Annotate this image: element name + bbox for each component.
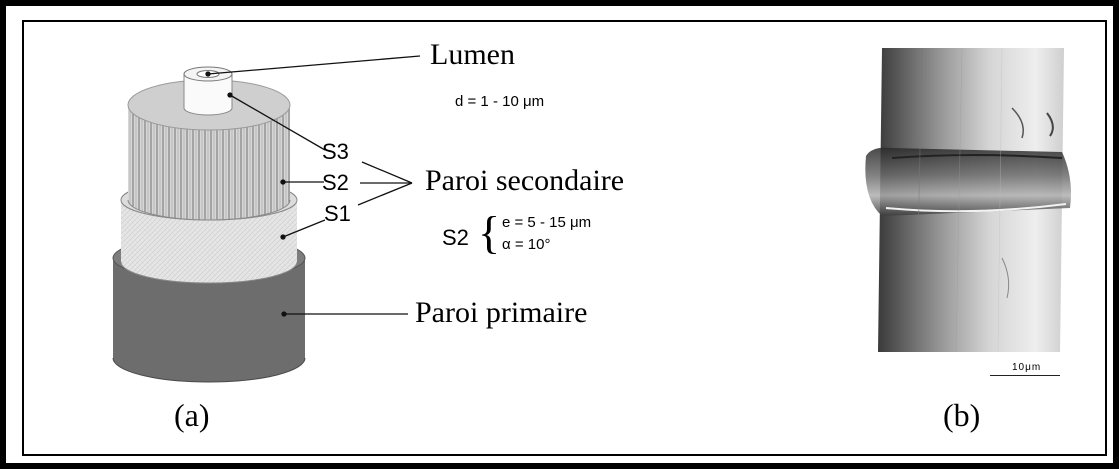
lumen-tube xyxy=(183,66,233,116)
s3-label: S3 xyxy=(322,139,349,164)
secondary-wall-label: Paroi secondaire xyxy=(425,164,625,197)
s2-brace: { xyxy=(478,207,501,258)
scale-label: 10μm xyxy=(1012,362,1042,373)
sem-micrograph xyxy=(852,48,1078,352)
s1-label: S1 xyxy=(324,201,351,226)
s2-layer xyxy=(127,79,291,221)
s2-parameters-label: S2 xyxy=(442,225,469,250)
figure-border xyxy=(22,20,1107,456)
leader-lines xyxy=(205,55,421,317)
s2-angle: α = 10° xyxy=(502,236,551,253)
panel-a-label: (a) xyxy=(174,397,210,433)
primary-wall-label: Paroi primaire xyxy=(415,296,588,329)
lumen-label: Lumen xyxy=(430,38,515,71)
panel-b-label: (b) xyxy=(943,397,981,433)
s2-thickness: e = 5 - 15 μm xyxy=(502,214,592,231)
sem-micrograph-image xyxy=(852,48,1078,352)
s2-label: S2 xyxy=(322,170,349,195)
lumen-diameter: d = 1 - 10 μm xyxy=(455,93,545,110)
scale-bar xyxy=(990,375,1060,376)
